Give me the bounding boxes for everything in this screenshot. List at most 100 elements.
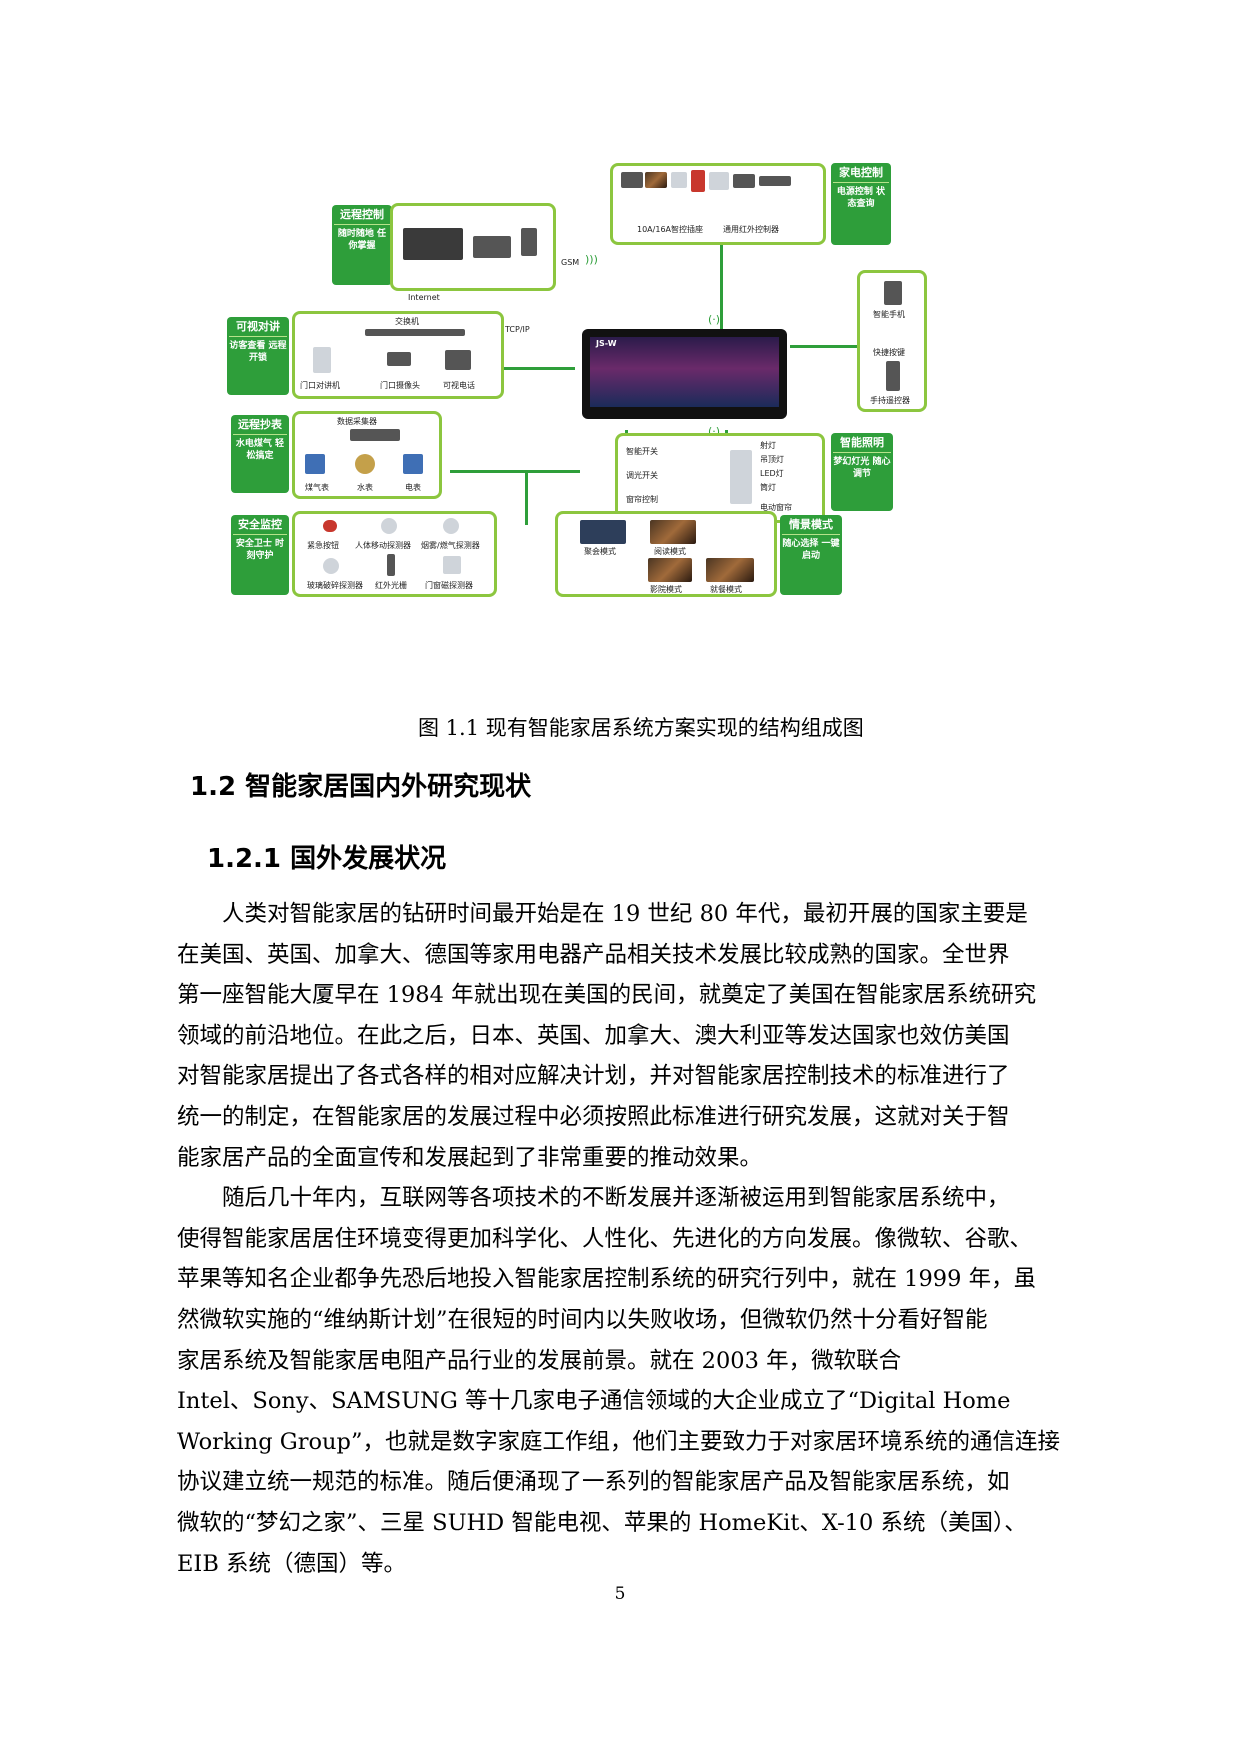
ceiling-label: 吊顶灯 <box>760 455 784 464</box>
ir-beam-label: 红外光栅 <box>375 581 407 590</box>
remote-icon <box>886 361 900 391</box>
tv-icon <box>621 172 643 188</box>
body-line: 领域的前沿地位。在此之后，日本、英国、加拿大、澳大利亚等发达国家也效仿美国 <box>177 1022 1010 1049</box>
body-line: 随后几十年内，互联网等各项技术的不断发展并逐渐被运用到智能家居系统中， <box>177 1185 1010 1212</box>
scene-mode-label: 情景模式随心选择 一键启动 <box>780 515 842 595</box>
switch-label: 交换机 <box>395 317 419 326</box>
body-line: 能家居产品的全面宣传和发展起到了非常重要的推动效果。 <box>177 1144 763 1171</box>
subsection-heading: 1.2.1 国外发展状况 <box>207 844 447 874</box>
curtain-label: 窗帘控制 <box>626 495 658 504</box>
door-unit-label: 门口对讲机 <box>300 381 340 390</box>
scene-modes-panel: 聚会模式 阅读模式 影院模式 就餐模式 <box>555 511 777 597</box>
lamp-icons <box>730 450 752 504</box>
laptop-icon <box>403 228 463 260</box>
shortcut-label: 快捷按键 <box>873 348 905 357</box>
hub-label: JS-W <box>596 339 617 348</box>
pir-label: 人体移动探测器 <box>355 541 411 550</box>
panic-button-icon <box>323 520 337 532</box>
remote-devices-panel <box>390 203 556 291</box>
intercom-devices-panel: 交换机 门口对讲机 门口摄像头 可视电话 <box>292 311 504 399</box>
connector-line <box>790 345 865 348</box>
door-camera-label: 门口摄像头 <box>380 381 420 390</box>
camera-icon <box>387 352 411 366</box>
dining-label: 就餐模式 <box>710 585 742 594</box>
dimmer-label: 调光开关 <box>626 471 658 480</box>
appliance-icon <box>733 174 755 188</box>
body-line: EIB 系统（德国）等。 <box>177 1550 406 1577</box>
door-sensor-label: 门窗磁探测器 <box>425 581 473 590</box>
remote-ctrl-label: 手持遥控器 <box>870 396 910 405</box>
party-scene-icon <box>580 520 626 544</box>
connector-line <box>525 470 528 525</box>
body-line: 统一的制定，在智能家居的发展过程中必须按照此标准进行研究发展，这就对关于智 <box>177 1103 1010 1130</box>
body-line: 使得智能家居居住环境变得更加科学化、人性化、先进化的方向发展。像微软、谷歌、 <box>177 1225 1033 1252</box>
mobile-icon <box>521 228 537 256</box>
video-phone-icon <box>445 350 471 370</box>
glass-label: 玻璃破碎探测器 <box>307 581 363 590</box>
ir-beam-icon <box>387 554 395 576</box>
connector-line <box>720 235 723 410</box>
led-label: LED灯 <box>760 469 784 478</box>
reading-label: 阅读模式 <box>654 547 686 556</box>
section-heading: 1.2 智能家居国内外研究现状 <box>190 772 532 802</box>
party-label: 聚会模式 <box>584 547 616 556</box>
panic-label: 紧急按钮 <box>307 541 339 550</box>
intercom-label: 可视对讲访客查看 远程开锁 <box>227 317 289 395</box>
electric-meter-icon <box>403 454 423 474</box>
security-devices-panel: 紧急按钮 人体移动探测器 烟雾/燃气探测器 玻璃破碎探测器 红外光栅 门窗磁探测… <box>292 511 497 597</box>
central-controller: JS-W <box>582 329 787 419</box>
gas-label: 煤气表 <box>305 483 329 492</box>
page-number: 5 <box>614 1584 626 1604</box>
smartphone-icon <box>884 281 902 305</box>
fridge-icon <box>691 170 705 192</box>
dining-scene-icon <box>706 558 754 582</box>
appliance-icon <box>759 176 791 186</box>
body-line: 在美国、英国、加拿大、德国等家用电器产品相关技术发展比较成熟的国家。全世界 <box>177 941 1010 968</box>
glass-sensor-icon <box>323 558 339 574</box>
switch-icon <box>365 329 465 336</box>
body-line: 协议建立统一规范的标准。随后便涌现了一系列的智能家居产品及智能家居系统，如 <box>177 1469 1010 1496</box>
video-phone-label: 可视电话 <box>443 381 475 390</box>
wireless-icon: (·) <box>708 313 721 326</box>
meter-reading-label: 远程抄表水电煤气 轻松搞定 <box>231 415 289 493</box>
body-line: 对智能家居提出了各式各样的相对应解决计划，并对智能家居控制技术的标准进行了 <box>177 1063 1010 1090</box>
tcpip-label: TCP/IP <box>505 325 530 334</box>
socket-label: 10A/16A智控插座 <box>637 225 703 234</box>
body-text: 人类对智能家居的钻研时间最开始是在 19 世纪 80 年代，最初开展的国家主要是… <box>177 894 1117 1584</box>
appliance-control-label: 家电控制电源控制 状态查询 <box>831 163 891 245</box>
wireless-icon: ))) <box>585 253 598 266</box>
appliance-icon <box>645 172 667 188</box>
movie-label: 影院模式 <box>650 585 682 594</box>
collector-icon <box>350 429 400 441</box>
lighting-devices-panel: 智能开关 调光开关 窗帘控制 射灯 吊顶灯 LED灯 筒灯 电动窗帘 <box>615 433 825 523</box>
system-architecture-figure: 远程控制随时随地 任你掌握 Internet GSM ))) 10A/16A智控… <box>225 163 1000 671</box>
internet-label: Internet <box>408 293 440 302</box>
electric-label: 电表 <box>405 483 421 492</box>
smoke-sensor-icon <box>443 518 459 534</box>
door-unit-icon <box>313 347 331 373</box>
spotlight-label: 射灯 <box>760 441 776 450</box>
connector-line <box>450 470 580 473</box>
collector-label: 数据采集器 <box>337 417 377 426</box>
curtain-motor-label: 电动窗帘 <box>760 503 792 512</box>
phone-icon <box>473 236 511 258</box>
reading-scene-icon <box>650 520 696 544</box>
body-line: 家居系统及智能家居电阻产品行业的发展前景。就在 2003 年，微软联合 <box>177 1347 902 1374</box>
controller-screen <box>590 337 779 407</box>
meter-devices-panel: 数据采集器 煤气表 水表 电表 <box>292 411 442 499</box>
movie-scene-icon <box>648 558 692 582</box>
remote-control-label: 远程控制随时随地 任你掌握 <box>332 205 392 285</box>
security-monitoring-label: 安全监控安全卫士 时刻守护 <box>231 515 289 595</box>
body-line: 苹果等知名企业都争先恐后地投入智能家居控制系统的研究行列中，就在 1999 年，… <box>177 1266 1037 1293</box>
door-sensor-icon <box>443 556 461 574</box>
body-line: 然微软实施的“维纳斯计划”在很短的时间内以失败收场，但微软仍然十分看好智能 <box>177 1306 988 1333</box>
body-line: 微软的“梦幻之家”、三星 SUHD 智能电视、苹果的 HomeKit、X-10 … <box>177 1509 1027 1536</box>
water-label: 水表 <box>357 483 373 492</box>
smoke-label: 烟雾/燃气探测器 <box>421 541 480 550</box>
ir-controller-label: 通用红外控制器 <box>723 225 779 234</box>
smart-switch-label: 智能开关 <box>626 447 658 456</box>
appliance-icon <box>671 172 687 188</box>
appliance-devices-panel: 10A/16A智控插座 通用红外控制器 <box>610 163 826 245</box>
body-line: 第一座智能大厦早在 1984 年就出现在美国的民间，就奠定了美国在智能家居系统研… <box>177 982 1037 1009</box>
smart-lighting-label: 智能照明梦幻灯光 随心调节 <box>831 433 893 511</box>
